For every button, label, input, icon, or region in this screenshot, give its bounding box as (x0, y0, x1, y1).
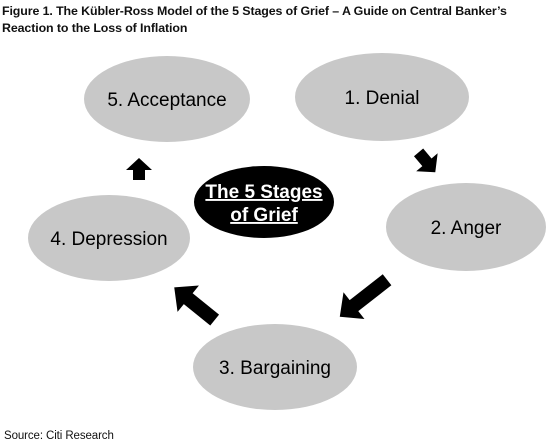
stage-node-denial: 1. Denial (295, 53, 469, 141)
stage-ellipse (193, 324, 357, 410)
figure-caption: Figure 1. The Kübler-Ross Model of the 5… (2, 3, 548, 37)
figure-title-line-1: Figure 1. The Kübler-Ross Model of the 5… (2, 4, 507, 18)
figure-title-line-2: Reaction to the Loss of Inflation (2, 21, 188, 35)
stage-label: 3. Bargaining (219, 358, 331, 379)
arrow-bargaining-to-depression (174, 285, 220, 326)
stage-ellipse (295, 53, 469, 141)
center-ellipse (194, 166, 334, 238)
stage-node-depression: 4. Depression (28, 195, 190, 281)
figure-source: Source: Citi Research (4, 430, 114, 442)
stage-ellipse (28, 195, 190, 281)
stage-node-bargaining: 3. Bargaining (193, 324, 357, 410)
arrow-anger-to-bargaining (339, 274, 392, 320)
stage-node-acceptance: 5. Acceptance (84, 56, 250, 142)
stage-ellipse (84, 56, 250, 142)
stage-label: 4. Depression (50, 229, 167, 250)
stage-node-anger: 2. Anger (386, 183, 546, 271)
stage-ellipse (386, 183, 546, 271)
center-node: The 5 Stages of Grief (194, 166, 334, 238)
stage-label: 5. Acceptance (107, 90, 226, 111)
center-label-line-1: The 5 Stages (205, 182, 322, 203)
stage-label: 1. Denial (345, 88, 420, 109)
arrow-denial-to-anger (413, 148, 438, 173)
center-label-line-2: of Grief (230, 205, 298, 226)
stage-label: 2. Anger (431, 218, 502, 239)
arrow-depression-to-acceptance (126, 158, 152, 180)
